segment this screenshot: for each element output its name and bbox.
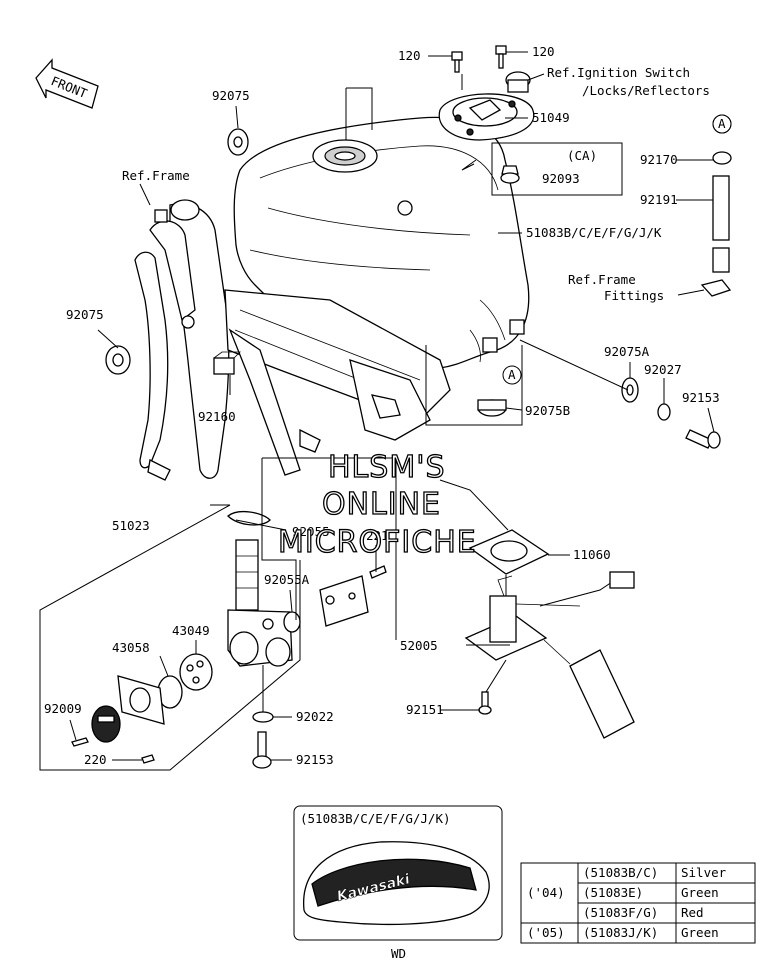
callout-92153-upper: 92153 bbox=[682, 390, 720, 405]
callout-43049: 43049 bbox=[172, 623, 210, 638]
callout-92075B: 92075B bbox=[525, 403, 570, 418]
watermark-line-1: HLSM'S bbox=[328, 450, 446, 485]
frame bbox=[134, 199, 451, 481]
callout-11060: 11060 bbox=[573, 547, 611, 562]
callout-ref-frame-fittings-2: Fittings bbox=[604, 288, 664, 303]
callout-221: 221 bbox=[366, 528, 389, 543]
callout-51049: 51049 bbox=[532, 110, 570, 125]
screw-92009 bbox=[71, 737, 89, 747]
fuel-sensor-52005 bbox=[464, 571, 635, 739]
callout-labels: 120 120 Ref.Ignition Switch /Locks/Refle… bbox=[44, 44, 732, 767]
cover-plate bbox=[117, 675, 165, 725]
bolt-120-left bbox=[451, 51, 463, 73]
table-color-2: Green bbox=[681, 885, 719, 900]
grommet-92075-left bbox=[105, 345, 131, 375]
oring-92055 bbox=[227, 510, 271, 526]
callout-120-right: 120 bbox=[532, 44, 555, 59]
oring-92055A bbox=[283, 611, 301, 633]
callout-52005: 52005 bbox=[400, 638, 438, 653]
callout-92075-top: 92075 bbox=[212, 88, 250, 103]
ignition-lock-cylinder bbox=[505, 71, 531, 93]
callout-92055: 92055 bbox=[292, 524, 330, 539]
bolt-120-right bbox=[495, 45, 507, 69]
table-color-3: Red bbox=[681, 905, 704, 920]
callout-92160: 92160 bbox=[198, 409, 236, 424]
callout-ref-ignition-2: /Locks/Reflectors bbox=[582, 83, 710, 98]
table-color-1: Silver bbox=[681, 865, 727, 880]
table-year-2005: ('05) bbox=[527, 925, 565, 940]
callout-92153-lower: 92153 bbox=[296, 752, 334, 767]
inset-title: (51083B/C/E/F/G/J/K) bbox=[300, 811, 451, 826]
callout-51023: 51023 bbox=[112, 518, 150, 533]
damper-92075B bbox=[477, 399, 507, 417]
callout-ca: (CA) bbox=[567, 148, 597, 163]
assembly-lines bbox=[39, 74, 523, 771]
mounting-stack bbox=[621, 377, 721, 449]
screw-92151 bbox=[478, 691, 492, 715]
pad-92160 bbox=[213, 351, 241, 375]
bolt-92153-lower bbox=[252, 731, 272, 769]
callout-51083: 51083B/C/E/F/G/J/K bbox=[526, 225, 662, 240]
callout-92075A: 92075A bbox=[604, 344, 650, 359]
fuel-cap-51049 bbox=[438, 93, 535, 141]
color-table: ('04) (51083B/C) Silver (51083E) Green (… bbox=[520, 862, 756, 944]
callout-92191: 92191 bbox=[640, 192, 678, 207]
callout-92009: 92009 bbox=[44, 701, 82, 716]
grommet-92075-top bbox=[227, 128, 249, 156]
cover-221 bbox=[319, 565, 387, 627]
fuel-cock-51023 bbox=[227, 539, 293, 667]
callout-92022: 92022 bbox=[296, 709, 334, 724]
table-part-2: (51083E) bbox=[583, 885, 643, 900]
leader-lines bbox=[69, 51, 715, 761]
callout-ref-frame-fittings-1: Ref.Frame bbox=[568, 272, 636, 287]
inset-tank-decal: (51083B/C/E/F/G/J/K) Kawasaki WD bbox=[293, 805, 503, 961]
callout-a-mid: A bbox=[508, 367, 516, 382]
callout-92093: 92093 bbox=[542, 171, 580, 186]
callout-ref-ignition: Ref.Ignition Switch bbox=[547, 65, 690, 80]
washer-92022 bbox=[252, 711, 274, 723]
table-part-3: (51083F/G) bbox=[583, 905, 658, 920]
callout-92075-left: 92075 bbox=[66, 307, 104, 322]
callout-a-top: A bbox=[718, 116, 726, 131]
watermark-line-2: ONLINE bbox=[322, 487, 441, 522]
callout-92027: 92027 bbox=[644, 362, 682, 377]
callout-120-left: 120 bbox=[398, 48, 421, 63]
callout-ref-frame: Ref.Frame bbox=[122, 168, 190, 183]
table-part-1: (51083B/C) bbox=[583, 865, 658, 880]
callout-92055A: 92055A bbox=[264, 572, 310, 587]
watermark-line-3: MICROFICHE bbox=[278, 525, 477, 560]
front-arrow: FRONT bbox=[35, 58, 99, 109]
ref-a-top-circle bbox=[712, 114, 732, 134]
ca-inset-box bbox=[491, 142, 623, 196]
knob-220 bbox=[91, 705, 121, 743]
ref-a-mid-circle bbox=[502, 365, 522, 385]
callout-92170: 92170 bbox=[640, 152, 678, 167]
watermark: HLSM'S ONLINE MICROFICHE bbox=[277, 449, 477, 560]
callout-43058: 43058 bbox=[112, 640, 150, 655]
plate-43049 bbox=[179, 653, 213, 691]
gasket-11060 bbox=[468, 529, 550, 575]
screw-220 bbox=[141, 754, 155, 764]
callout-220: 220 bbox=[84, 752, 107, 767]
table-year-2004: ('04) bbox=[527, 885, 565, 900]
inset-caption: WD bbox=[391, 946, 406, 961]
table-part-4: (51083J/K) bbox=[583, 925, 658, 940]
callout-92151: 92151 bbox=[406, 702, 444, 717]
table-color-4: Green bbox=[681, 925, 719, 940]
hose-92191 bbox=[700, 114, 732, 297]
